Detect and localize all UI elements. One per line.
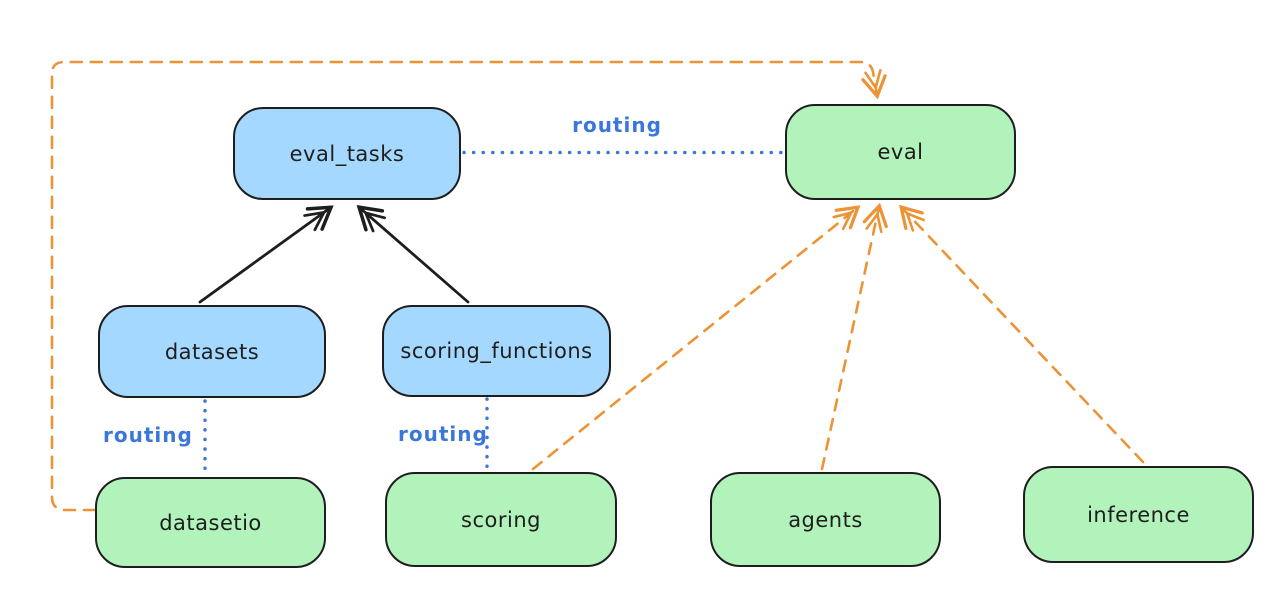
edge-label-routing-datasets: routing bbox=[103, 423, 193, 447]
node-inference-label: inference bbox=[1087, 502, 1190, 527]
node-scoring-functions-label: scoring_functions bbox=[400, 339, 593, 363]
edge-label-routing-top: routing bbox=[572, 113, 662, 137]
edge-datasets-to-eval-tasks bbox=[198, 205, 334, 304]
node-datasetio: datasetio bbox=[95, 477, 326, 568]
node-datasets-label: datasets bbox=[164, 339, 260, 364]
edge-datasetio-to-eval bbox=[50, 60, 887, 512]
edge-label-routing-scoring: routing bbox=[398, 422, 488, 446]
node-agents: agents bbox=[710, 472, 941, 567]
node-scoring: scoring bbox=[385, 472, 617, 567]
node-scoring-functions: scoring_functions bbox=[382, 305, 611, 397]
edge-agents-to-eval bbox=[820, 202, 888, 471]
node-eval: eval bbox=[785, 104, 1016, 200]
node-scoring-label: scoring bbox=[461, 507, 541, 532]
edge-inference-to-eval bbox=[898, 204, 1145, 464]
node-eval-label: eval bbox=[877, 140, 924, 164]
node-eval-tasks-label: eval_tasks bbox=[289, 141, 405, 166]
node-datasetio-label: datasetio bbox=[159, 510, 262, 535]
node-eval-tasks: eval_tasks bbox=[233, 107, 461, 200]
edge-scoring-functions-to-eval-tasks bbox=[356, 205, 470, 304]
edge-scoring-to-eval bbox=[531, 205, 861, 471]
node-inference: inference bbox=[1023, 466, 1254, 563]
node-agents-label: agents bbox=[788, 507, 863, 532]
node-datasets: datasets bbox=[98, 305, 326, 398]
